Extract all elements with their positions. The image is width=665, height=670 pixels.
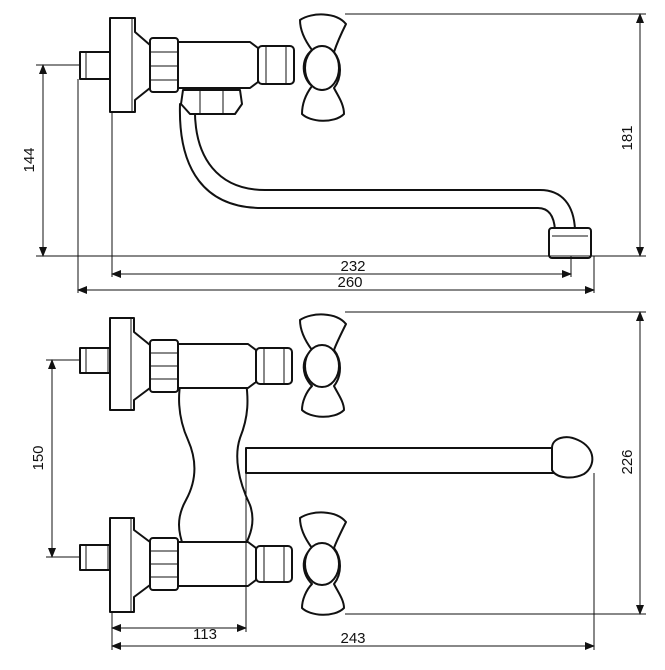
dimension-226: 226 bbox=[619, 311, 644, 615]
bottom-lower-valve bbox=[79, 511, 347, 616]
top-wall-flange bbox=[109, 17, 151, 113]
dimension-243: 243 bbox=[111, 630, 595, 650]
dimension-150-label: 150 bbox=[30, 445, 47, 470]
top-valve-body bbox=[177, 41, 295, 89]
top-hex-nut bbox=[149, 37, 179, 93]
top-spout-nut bbox=[180, 89, 243, 115]
dimension-181-label: 181 bbox=[619, 125, 636, 150]
dimension-150: 150 bbox=[30, 359, 56, 558]
dimension-181: 181 bbox=[619, 13, 644, 257]
bottom-view: 150 226 113 243 bbox=[30, 311, 646, 650]
dimension-232: 232 bbox=[111, 258, 572, 278]
top-cross-handle bbox=[299, 13, 347, 122]
top-view: 144 181 232 260 bbox=[21, 13, 646, 294]
dimension-144-label: 144 bbox=[21, 147, 38, 172]
dimension-144: 144 bbox=[21, 64, 47, 257]
top-spout bbox=[178, 103, 592, 259]
bottom-body bbox=[178, 369, 254, 549]
dimension-260-label: 260 bbox=[337, 274, 362, 291]
bottom-upper-flange bbox=[109, 317, 151, 411]
dimension-113-label: 113 bbox=[193, 626, 217, 643]
bottom-upper-valve bbox=[79, 313, 347, 418]
dimension-260: 260 bbox=[77, 274, 595, 294]
dimension-232-label: 232 bbox=[340, 258, 365, 275]
bottom-lower-flange bbox=[109, 517, 151, 613]
dimension-226-label: 226 bbox=[619, 449, 636, 474]
bottom-spout bbox=[245, 436, 594, 479]
dimension-113: 113 bbox=[111, 624, 247, 643]
dimension-243-label: 243 bbox=[340, 630, 365, 647]
